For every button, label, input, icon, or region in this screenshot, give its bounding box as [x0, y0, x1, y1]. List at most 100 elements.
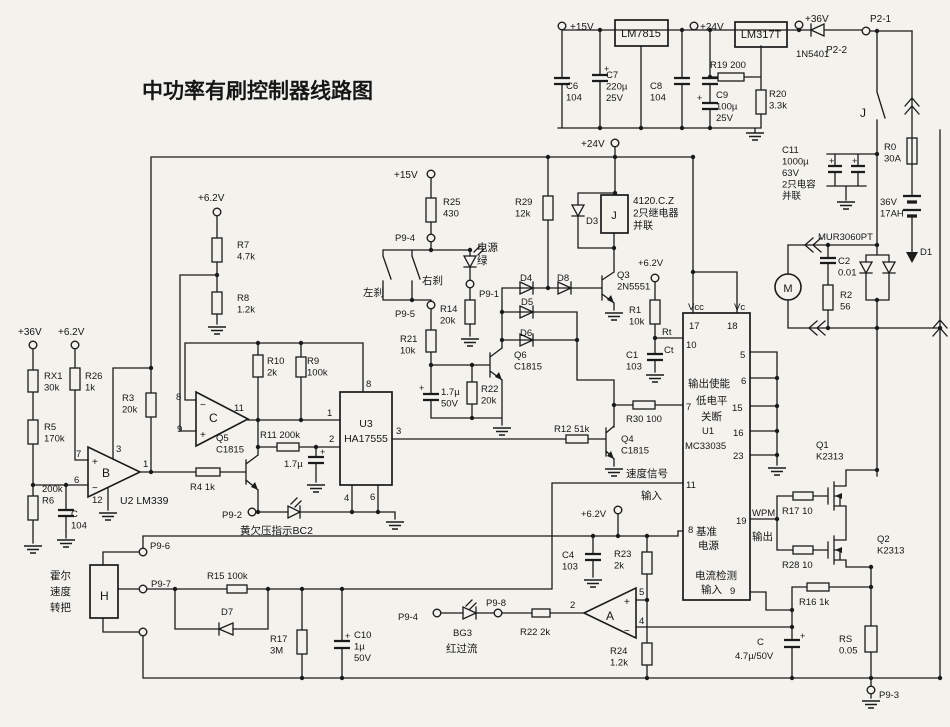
connector-terminal [465, 279, 475, 289]
schematic-label: − [624, 626, 630, 637]
diodes [217, 22, 897, 636]
junction-dot [825, 242, 831, 248]
schematic-label: D5 [521, 297, 533, 308]
schematic-label: 1 [143, 459, 148, 470]
wires-mid-section [382, 177, 684, 467]
junction-dot [825, 325, 831, 331]
schematic-label: 1.7µ [284, 459, 303, 470]
schematic-label: 8 [176, 392, 181, 403]
plus-mark: + [604, 64, 609, 74]
schematic-label: 5 [639, 587, 644, 598]
junction-dot [774, 403, 780, 409]
schematic-label: MC33035 [685, 441, 726, 452]
resistor-symbol [195, 467, 221, 477]
schematic-label: 输出使能 [688, 377, 730, 390]
junction-dot [255, 509, 261, 515]
schematic-label: R16 1k [799, 597, 829, 608]
schematic-label: + [624, 597, 630, 608]
schematic-label: P9-7 [151, 579, 171, 590]
schematic-label: R12 51k [554, 424, 590, 435]
junction-dot [789, 624, 795, 630]
junction-dot [255, 417, 261, 423]
resistor-symbol [466, 381, 478, 405]
schematic-label: Rt [662, 327, 672, 338]
schematic-label: P9-4 [395, 233, 415, 244]
schematic-label: − [92, 483, 98, 494]
schematic-label: P9-4 [398, 612, 418, 623]
connector-terminal [138, 584, 148, 594]
connector-terminal [426, 300, 436, 310]
schematic-label: P9-5 [395, 309, 415, 320]
schematic-label: +6.2V [198, 193, 225, 204]
connector-terminal [138, 627, 148, 637]
hall-throttle-label: 霍尔速度转把 [50, 569, 71, 614]
schematic-label: P9-2 [222, 510, 242, 521]
junction-dot [574, 337, 580, 343]
resistor-symbol [755, 89, 767, 115]
schematic-label: 基准 [696, 525, 717, 538]
junction-dot [789, 607, 795, 613]
schematic-label: P9-3 [879, 690, 899, 701]
schematic-label: D6 [520, 328, 532, 339]
diagram-title: 中功率有刷控制器线路图 [142, 79, 373, 103]
junction-dot [313, 444, 319, 450]
junction-dot [469, 415, 475, 421]
junction-dot [265, 586, 271, 592]
switch-j-label: J [860, 106, 866, 120]
connector-terminal [866, 685, 876, 695]
schematic-label: P2-2 [826, 45, 848, 56]
resistor-symbol [27, 419, 39, 445]
schematic-label: BG3 [453, 628, 472, 639]
junction-dot [774, 428, 780, 434]
resistor-symbol [276, 442, 300, 452]
connector-terminal [794, 20, 804, 30]
junction-dot [615, 533, 621, 539]
resistor-symbol [211, 291, 223, 315]
wires-battery-motor [787, 30, 941, 679]
ic-u3-box [339, 391, 393, 486]
schematic-label: +24V [581, 139, 605, 150]
connector-terminal [247, 507, 257, 517]
schematic-label: R15 100k [207, 571, 248, 582]
ground-symbols [24, 132, 880, 709]
junction-dot [644, 597, 650, 603]
schematic-label: D7 [221, 607, 233, 618]
right-brake-label: 右刹 [422, 274, 443, 287]
junction-dot [375, 509, 381, 515]
schematic-label: + [92, 457, 98, 468]
junction-dot [707, 74, 713, 80]
schematic-label: 电流检测 [695, 569, 737, 582]
schematic-label: 7 [76, 449, 81, 460]
schematic-label: 6 [74, 475, 79, 486]
resistor-symbol [145, 392, 157, 418]
junction-dot [652, 335, 658, 341]
junction-dot [339, 675, 345, 681]
junction-dot [597, 27, 603, 33]
junction-dot [707, 125, 713, 131]
schematic-label: WPM [752, 508, 775, 519]
schematic-label: 4 [639, 616, 644, 627]
schematic-label: 4 [344, 493, 349, 504]
resistor-symbol [464, 299, 476, 325]
connector-terminal [28, 340, 38, 350]
junction-dot [298, 340, 304, 346]
schematic-label: Ct [664, 345, 674, 356]
resistor-symbol [565, 434, 589, 444]
junction-dot [409, 297, 415, 303]
